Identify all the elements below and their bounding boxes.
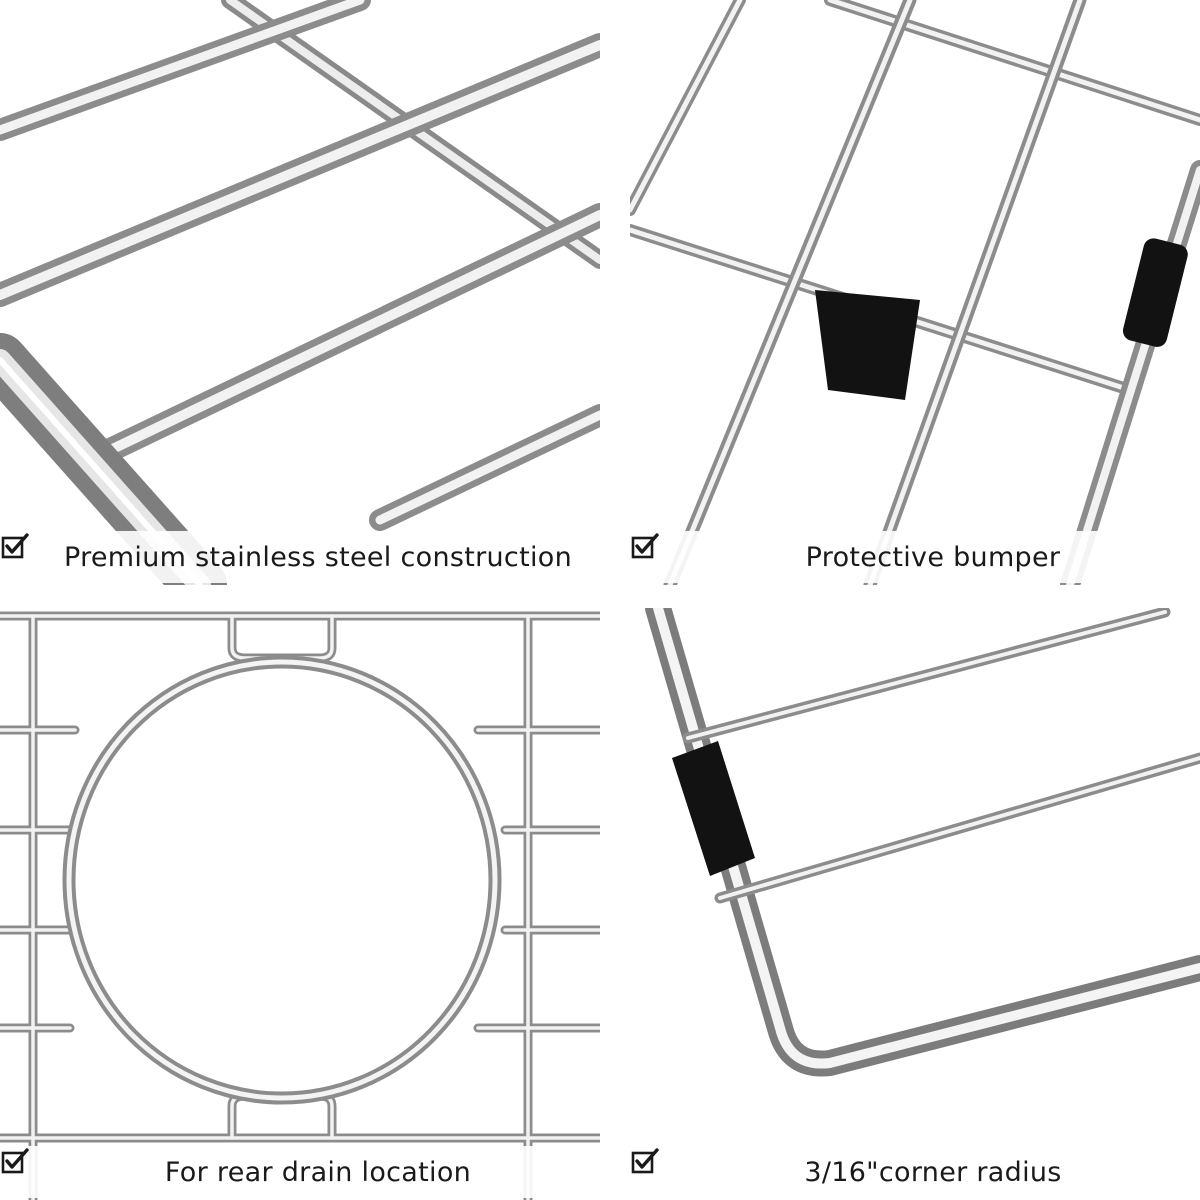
caption-corner-radius: 3/16"corner radius — [630, 1146, 1200, 1198]
caption-protective-bumper: Protective bumper — [630, 531, 1200, 583]
caption-rear-drain: For rear drain location — [0, 1146, 600, 1198]
panel-protective-bumper: Protective bumper — [630, 0, 1200, 585]
checkbox-check-icon — [631, 533, 800, 572]
caption-text: Premium stainless steel construction — [63, 541, 573, 573]
drain-grid-image — [0, 611, 600, 1200]
checkbox-check-icon — [1, 533, 58, 572]
corner-radius-image — [645, 608, 1200, 1077]
caption-text: Protective bumper — [805, 541, 1061, 573]
bumper-closeup-image — [630, 0, 1200, 585]
bumper-left — [815, 290, 920, 400]
bumper-right — [1122, 238, 1188, 347]
panel-rear-drain: For rear drain location — [0, 608, 600, 1200]
caption-text: 3/16"corner radius — [804, 1156, 1062, 1188]
checkbox-check-icon — [1, 1148, 159, 1187]
panel-stainless-steel: Premium stainless steel construction — [0, 0, 600, 585]
bumper-corner — [672, 741, 755, 876]
caption-stainless-steel: Premium stainless steel construction — [0, 531, 600, 583]
checkbox-check-icon — [631, 1148, 798, 1187]
caption-text: For rear drain location — [164, 1156, 472, 1188]
panel-corner-radius: 3/16"corner radius — [630, 608, 1200, 1200]
wire-rack-closeup-image — [0, 0, 600, 585]
